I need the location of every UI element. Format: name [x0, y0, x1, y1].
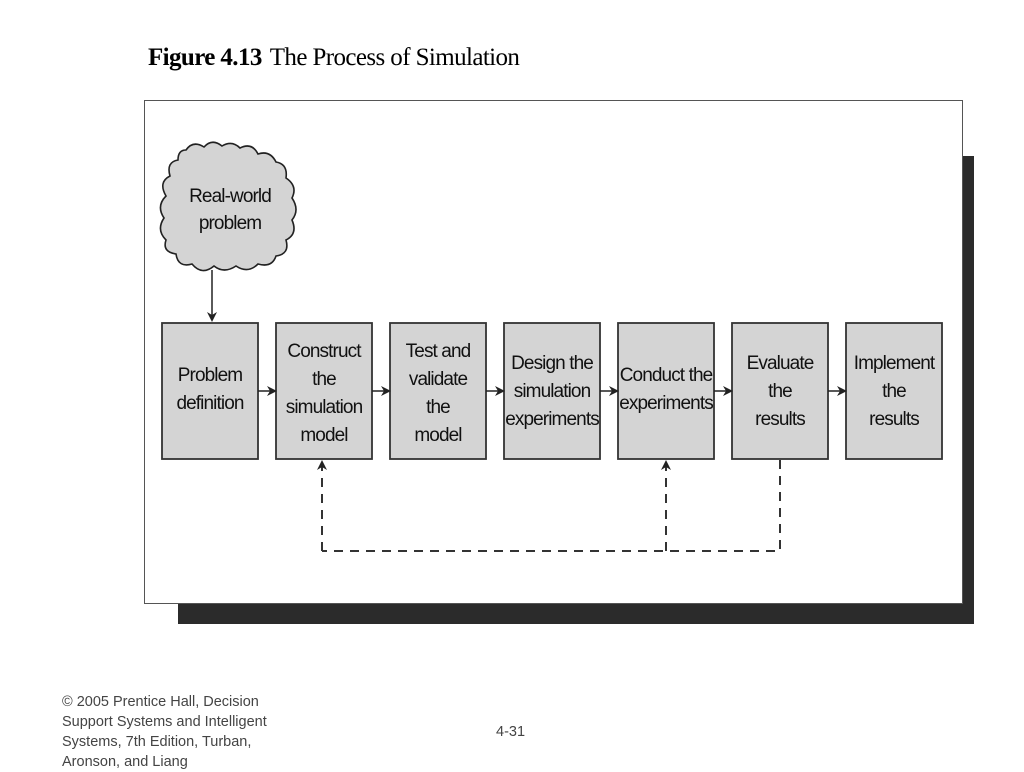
step-1-line-1: Problem [178, 365, 243, 386]
step-3-line-4: model [414, 425, 461, 446]
real-world-problem-cloud: Real-world problem [159, 141, 297, 272]
step-rect [845, 322, 943, 460]
step-2-line-2: the [312, 369, 336, 390]
step-box-7: Implement the results [845, 322, 943, 460]
step-6-line-3: results [755, 409, 805, 430]
step-7-line-3: results [869, 409, 919, 430]
step-box-6: Evaluate the results [731, 322, 829, 460]
step-7-line-1: Implement [854, 353, 936, 374]
step-3-line-2: validate [409, 369, 468, 390]
step-3-line-3: the [426, 397, 450, 418]
step-box-2: Construct the simulation model [275, 322, 373, 460]
step-4-line-3: experiments [505, 409, 599, 430]
feedback-line [322, 460, 781, 552]
step-4-line-1: Design the [511, 353, 593, 374]
figure-title: Figure 4.13 The Process of Simulation [148, 44, 520, 72]
step-1-line-2: definition [176, 393, 243, 414]
step-box-4: Design the simulation experiments [503, 322, 601, 460]
step-7-line-2: the [882, 381, 906, 402]
cloud-shape [159, 141, 297, 272]
step-5-line-1: Conduct the [620, 365, 713, 386]
step-2-line-3: simulation [286, 397, 363, 418]
footer-copyright: © 2005 Prentice Hall, Decision Support S… [62, 694, 267, 770]
step-6-line-2: the [768, 381, 792, 402]
feedback-loop [317, 460, 781, 552]
step-2-line-1: Construct [287, 341, 362, 362]
step-2-line-4: model [300, 425, 347, 446]
step-rect [617, 322, 715, 460]
step-box-3: Test and validate the model [389, 322, 487, 460]
step-4-line-2: simulation [514, 381, 591, 402]
step-6-line-1: Evaluate [747, 353, 814, 374]
step-3-line-1: Test and [406, 341, 471, 362]
page-number: 4-31 [496, 724, 526, 740]
step-5-line-2: experiments [619, 393, 713, 414]
step-box-1: Problem definition [161, 322, 259, 460]
figure-label: Figure 4.13 [148, 44, 262, 71]
step-box-5: Conduct the experiments [617, 322, 715, 460]
figure-caption: The Process of Simulation [269, 44, 520, 71]
step-rect [161, 322, 259, 460]
cloud-line-2: problem [199, 213, 261, 234]
cloud-line-1: Real-world [189, 186, 271, 207]
